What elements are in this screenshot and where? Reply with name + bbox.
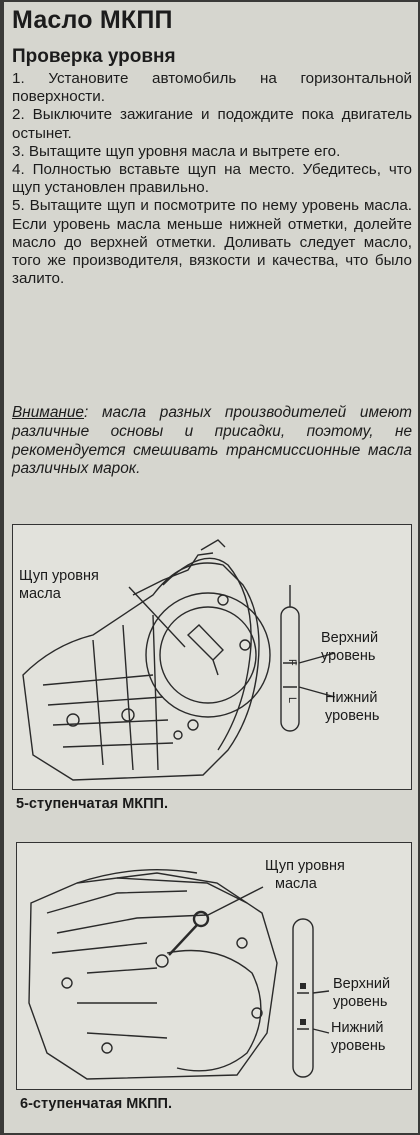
figure-6-speed: Щуп уровня масла Верхний уровень Нижний … bbox=[16, 842, 412, 1090]
upper-level-label: Верхний уровень bbox=[321, 630, 379, 664]
gearbox-5-speed-illustration: F L bbox=[22, 539, 336, 781]
lower-level-label: Нижний уровень bbox=[325, 690, 380, 724]
figure-5-speed-caption: 5-ступенчатая МКПП. bbox=[16, 796, 169, 812]
section-title: Проверка уровня bbox=[12, 46, 176, 67]
instructions: 1. Установите автомобиль на горизонтальн… bbox=[12, 70, 412, 288]
lower-level-label: Нижний уровень bbox=[331, 1020, 386, 1054]
warning-label: Внимание bbox=[12, 404, 84, 421]
step-2: 2. Выключите зажигание и подождите пока … bbox=[12, 106, 412, 142]
step-1: 1. Установите автомобиль на горизонтальн… bbox=[12, 70, 412, 106]
manual-page: Масло МКПП Проверка уровня 1. Установите… bbox=[4, 2, 418, 1133]
page-title: Масло МКПП bbox=[12, 6, 173, 34]
dipstick-label: Щуп уровня масла bbox=[19, 568, 99, 602]
step-3: 3. Вытащите щуп уровня масла и вытрете е… bbox=[12, 142, 341, 160]
warning-text: : масла разных производителей имеют разл… bbox=[12, 404, 412, 478]
figure-6-speed-caption: 6-ступенчатая МКПП. bbox=[20, 1096, 173, 1112]
dipstick-label: Щуп уровня масла bbox=[265, 858, 345, 892]
step-4: 4. Полностью вставьте щуп на место. Убед… bbox=[12, 161, 412, 197]
gearbox-6-speed-illustration bbox=[28, 868, 330, 1080]
figure-5-speed: F L Щуп уровня масла Верхний уровень Ниж… bbox=[12, 524, 412, 790]
dipstick-mark-f: F bbox=[286, 659, 298, 666]
warning-note: Внимание: масла разных производителей им… bbox=[12, 404, 412, 479]
step-5: 5. Вытащите щуп и посмотрите по нему уро… bbox=[12, 197, 412, 288]
upper-level-label: Верхний уровень bbox=[333, 976, 391, 1010]
dipstick-mark-l: L bbox=[286, 697, 298, 703]
